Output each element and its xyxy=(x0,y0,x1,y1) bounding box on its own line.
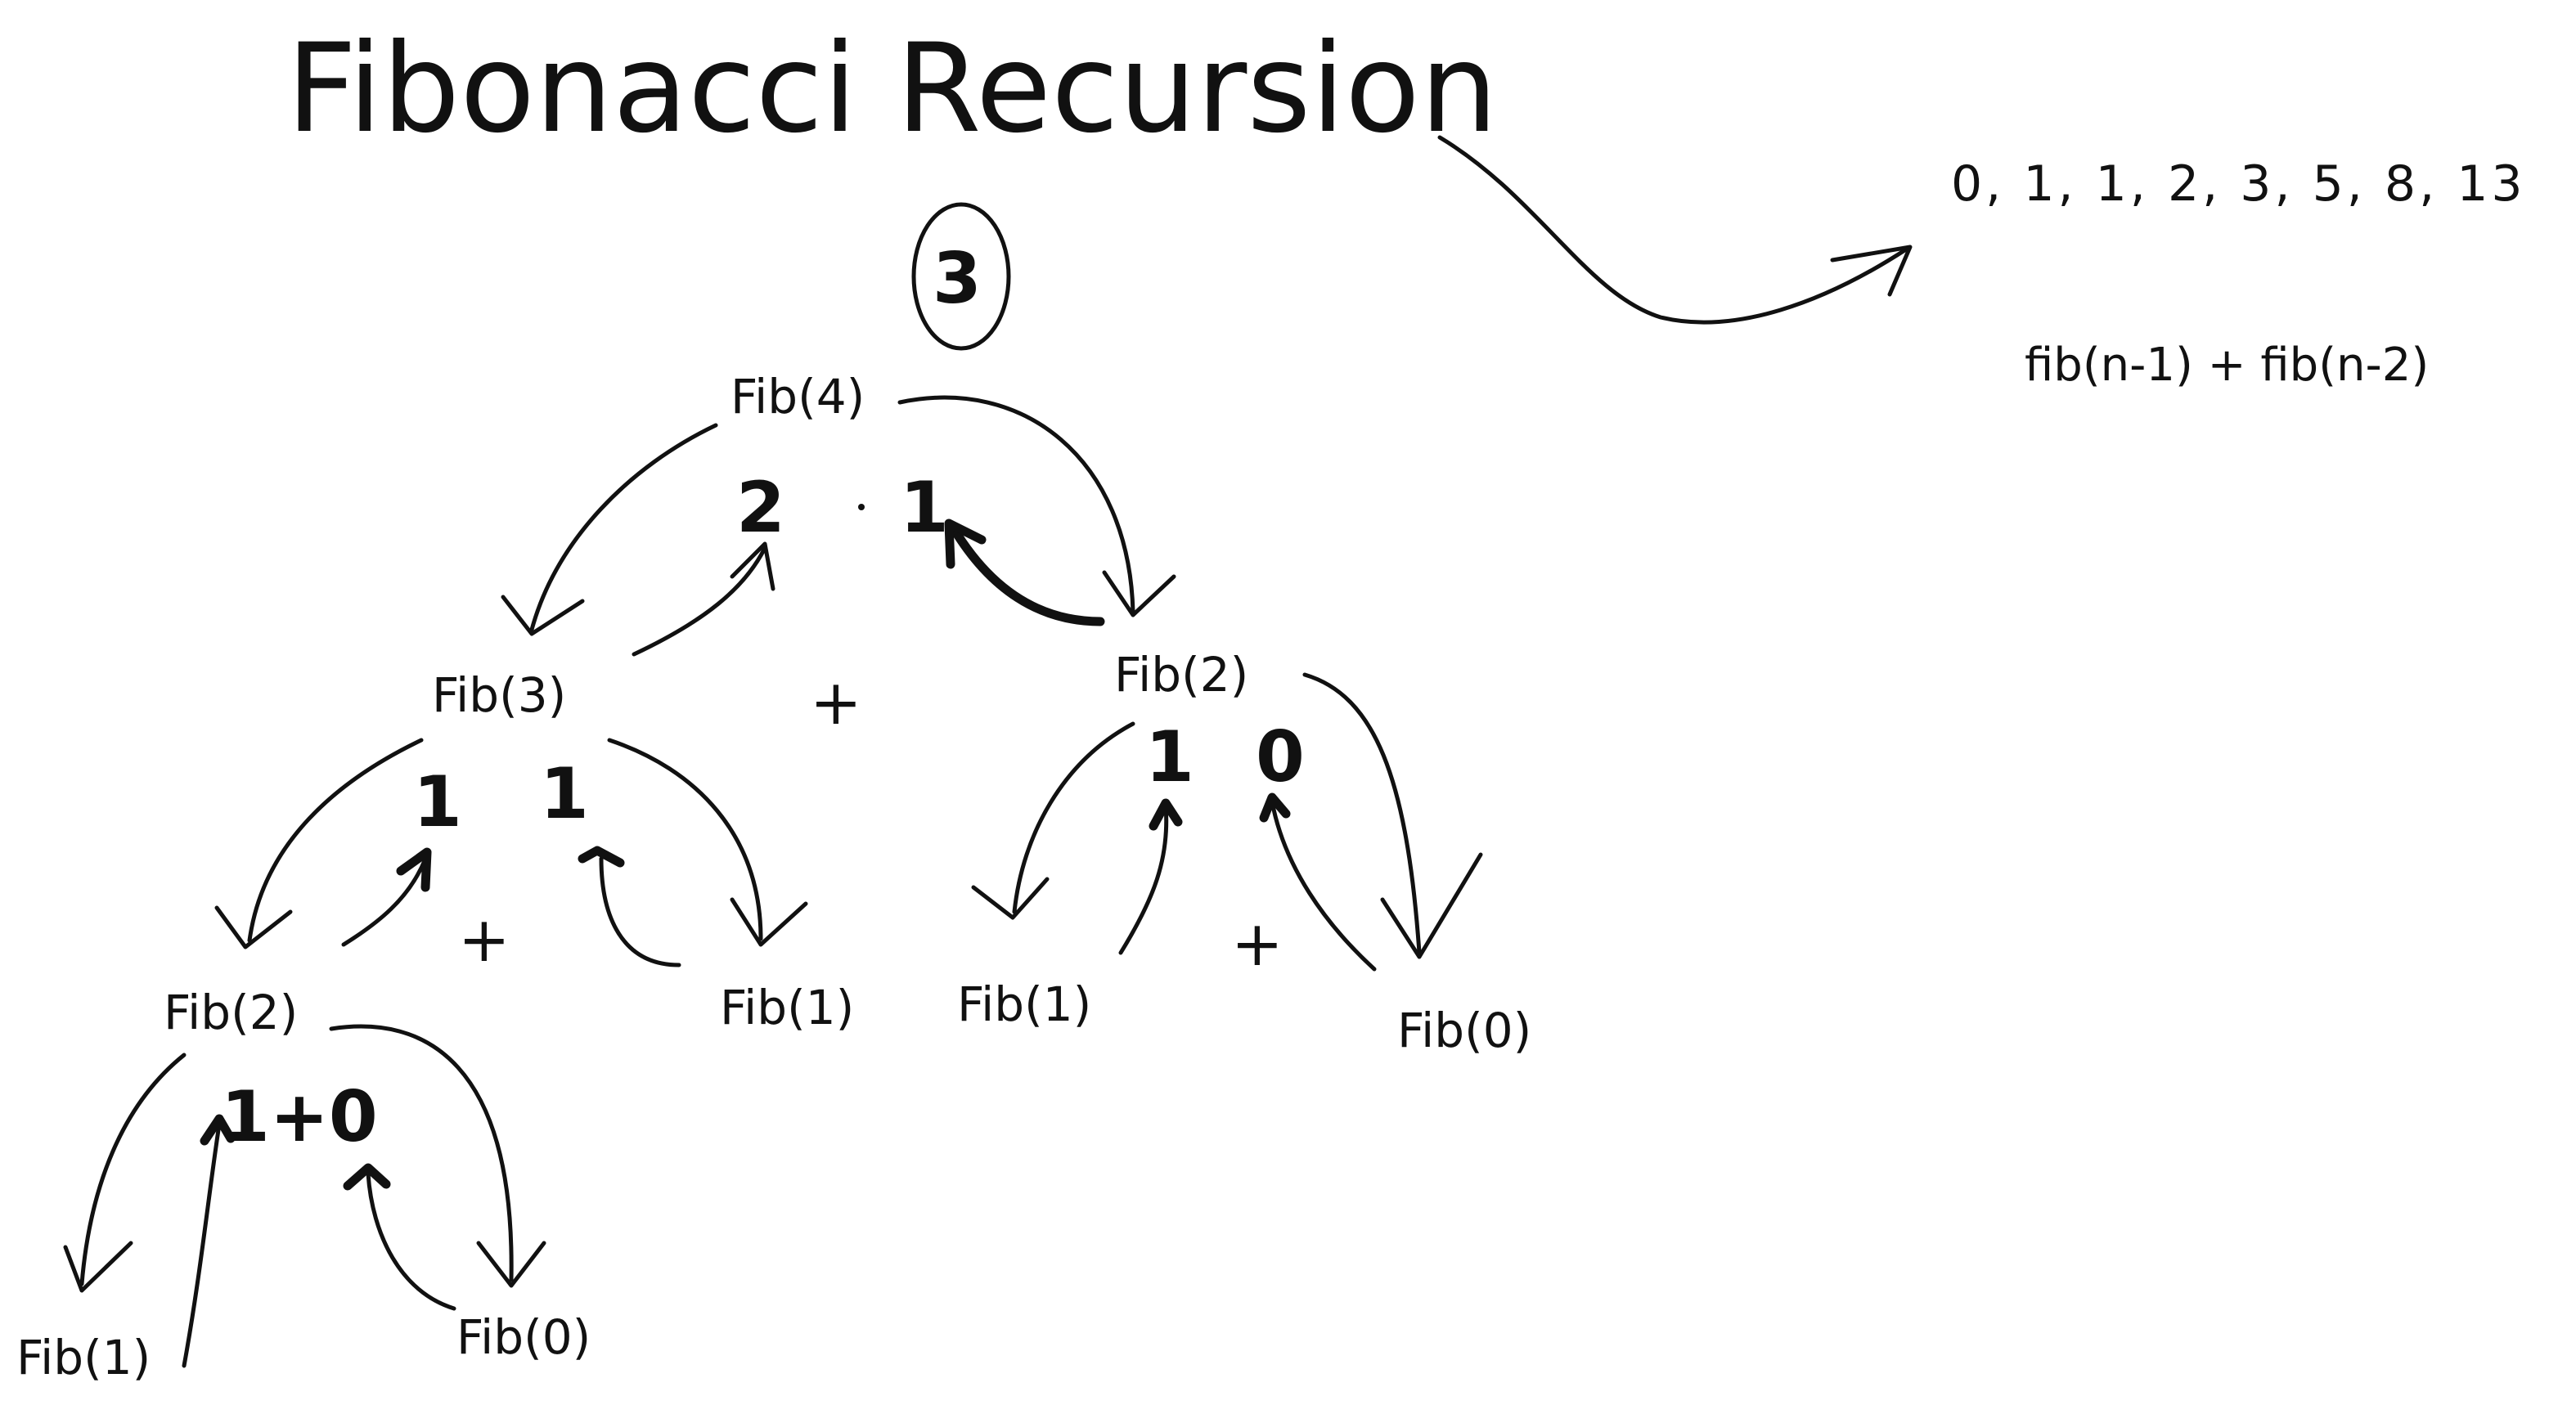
diagram-title: Fibonacci Recursion xyxy=(286,18,1498,160)
return-value-fib4-left: 2 xyxy=(736,467,785,549)
node-fib-4: Fib(4) xyxy=(731,369,865,424)
return-arrow-fib1-to-fib2l xyxy=(182,1122,222,1368)
plus-operator-fib3: + xyxy=(458,903,510,976)
node-fib-1-bottom: Fib(1) xyxy=(16,1330,151,1385)
return-arrowhead-fib2-to-fib3 xyxy=(396,847,432,892)
call-arrow-fib2r-to-fib0 xyxy=(1302,672,1422,955)
fibonacci-sequence: 0, 1, 1, 2, 3, 5, 8, 13 xyxy=(1951,155,2526,213)
plus-operator-top: + xyxy=(810,666,862,738)
node-fib-0-right: Fib(0) xyxy=(1397,1003,1531,1058)
call-arrowhead-fib2r-to-fib0 xyxy=(1380,852,1483,959)
call-arrowhead-fib4-to-fib3 xyxy=(501,595,585,636)
call-arrow-fib3-to-fib1 xyxy=(607,738,763,941)
return-arrow-fib2-to-fib4 xyxy=(948,523,1105,626)
recurrence-formula: fib(n-1) + fib(n-2) xyxy=(2025,339,2429,392)
return-arrow-fib0-to-fib2r xyxy=(1270,799,1377,972)
return-value-fib2r-left: 1 xyxy=(1145,716,1194,798)
return-arrowhead-fib1-to-fib2l xyxy=(200,1114,236,1146)
return-value-fib3-left: 1 xyxy=(413,761,462,843)
call-arrowhead-fib2r-to-fib1 xyxy=(971,877,1050,920)
call-arrowhead-fib3-to-fib1 xyxy=(730,897,808,947)
plus-operator-fib2: + xyxy=(1231,907,1284,980)
return-value-fib3-right: 1 xyxy=(540,753,589,835)
call-arrow-fib4-to-fib3 xyxy=(529,423,718,632)
node-fib-2-left: Fib(2) xyxy=(164,985,298,1040)
call-arrow-fib2l-to-fib0 xyxy=(329,1024,514,1282)
call-arrow-fib2r-to-fib1 xyxy=(1012,721,1135,914)
call-arrowhead-fib2l-to-fib1 xyxy=(63,1241,133,1293)
return-arrow-fib1-to-fib2r xyxy=(1118,803,1169,955)
node-fib-0-bottom: Fib(0) xyxy=(456,1309,591,1365)
return-arrow-fib2-to-fib3 xyxy=(341,856,428,947)
node-fib-2-right: Fib(2) xyxy=(1114,647,1248,703)
return-arrowhead-fib3-to-fib4 xyxy=(730,541,775,591)
title-to-sequence-arrowhead xyxy=(1830,245,1913,297)
return-arrowhead-fib1-to-fib3 xyxy=(578,846,625,868)
return-arrowhead-fib1-to-fib2r xyxy=(1149,798,1183,831)
return-value-fib2r-right: 0 xyxy=(1256,716,1305,798)
return-arrowhead-fib0-to-fib2r xyxy=(1259,792,1291,823)
call-arrow-fib4-to-fib2 xyxy=(897,395,1135,614)
node-fib-3: Fib(3) xyxy=(432,667,566,723)
return-value-fib2l-sum: 1+0 xyxy=(221,1076,378,1158)
call-arrowhead-fib3-to-fib2 xyxy=(214,905,293,949)
call-arrowhead-fib2l-to-fib0 xyxy=(476,1241,546,1288)
return-dot xyxy=(858,504,865,510)
return-arrow-fib3-to-fib4 xyxy=(632,545,767,657)
return-arrowhead-fib0-to-fib2l xyxy=(343,1163,391,1191)
return-value-fib4-right: 1 xyxy=(900,467,949,549)
node-fib-1-right: Fib(1) xyxy=(957,976,1091,1032)
return-arrow-fib1-to-fib3 xyxy=(599,856,681,967)
node-fib-1-mid: Fib(1) xyxy=(720,980,854,1035)
title-to-sequence-arrow xyxy=(1437,135,1908,325)
return-arrowhead-fib2-to-fib4 xyxy=(944,518,987,569)
call-arrow-fib2l-to-fib1 xyxy=(79,1053,187,1286)
result-circle xyxy=(911,202,1011,351)
call-arrow-fib3-to-fib2 xyxy=(247,738,424,943)
return-arrow-fib0-to-fib2l xyxy=(366,1171,456,1311)
result-value: 3 xyxy=(933,238,982,320)
call-arrowhead-fib4-to-fib2 xyxy=(1102,570,1176,617)
